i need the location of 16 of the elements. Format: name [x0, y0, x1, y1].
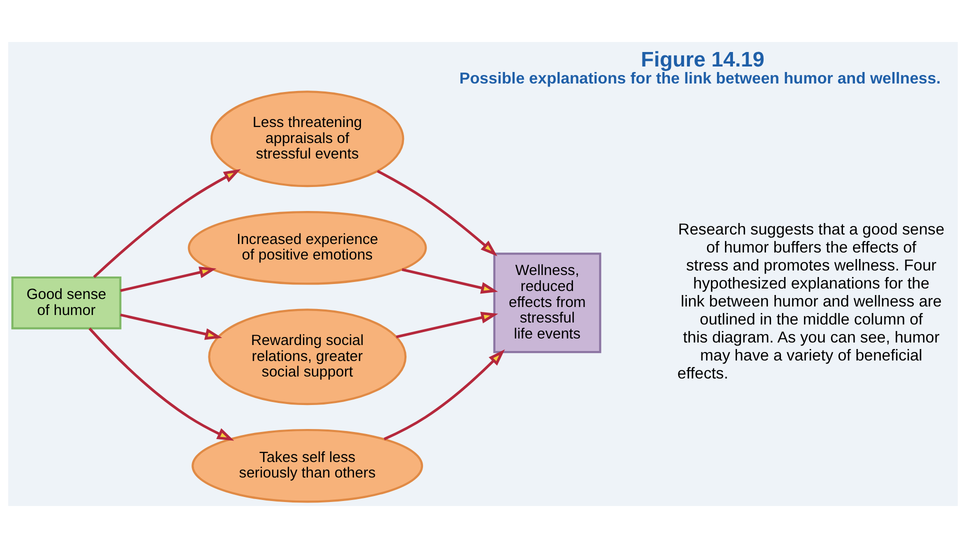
- arrow: [402, 268, 498, 294]
- arrow: [88, 328, 234, 441]
- node-ellipse: Increased experience of positive emotions: [188, 210, 427, 285]
- arrow: [396, 312, 498, 338]
- node-box: Good sense of humor: [11, 276, 122, 330]
- arrow: [120, 266, 216, 292]
- arrow: [93, 169, 241, 278]
- arrow: [384, 349, 505, 440]
- label: Research suggests that a good sense of humor buffers the effects of stress and promotes wellness. Four hypothesized explanations for the link between humor and wellness are outlined in the middle column of this diagram. As you can see, humor may have a variety of beneficial effects.: [677, 222, 944, 383]
- node-ellipse: Rewarding social relations, greater social support: [208, 308, 407, 406]
- node-ellipse: Less threatening appraisals of stressful events: [210, 90, 404, 188]
- caption: Possible explanations for the link between humor and wellness.: [459, 70, 941, 88]
- arrow: [120, 314, 222, 340]
- arrow: [376, 170, 498, 256]
- diagram-title: Figure 14.19: [640, 48, 764, 72]
- node-box: Wellness, reduced effects from stressful life events: [493, 252, 602, 354]
